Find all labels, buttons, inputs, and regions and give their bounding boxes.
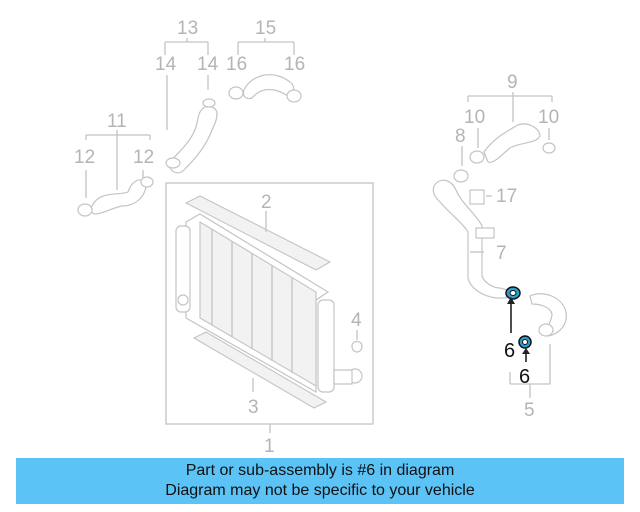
- banner-line-2: Diagram may not be specific to your vehi…: [165, 482, 475, 499]
- callout-3: 3: [248, 397, 259, 418]
- callout-12b: 12: [133, 147, 154, 168]
- intercooler-assembly: [165, 182, 374, 433]
- callout-4: 4: [351, 310, 362, 331]
- callout-17: 17: [496, 186, 517, 207]
- callout-16a: 16: [226, 54, 247, 75]
- clamp-8: [453, 169, 469, 183]
- seal-6-lower: [518, 335, 532, 362]
- clamp-16b: [286, 89, 302, 103]
- clamp-12b: [140, 176, 154, 188]
- callout-5: 5: [524, 400, 535, 421]
- clamp-14b: [202, 98, 216, 108]
- callout-14a: 14: [155, 54, 177, 75]
- hose-left: [90, 179, 147, 215]
- callout-16b: 16: [284, 54, 305, 75]
- callout-15: 15: [255, 18, 276, 39]
- callout-2: 2: [261, 192, 272, 213]
- callout-10b: 10: [538, 107, 559, 128]
- callout-6-right: 6: [519, 366, 530, 388]
- hose-group-15: [228, 38, 302, 103]
- callout-9: 9: [507, 72, 518, 93]
- clamp-10b: [542, 142, 556, 154]
- parts-diagram: 13 14 14 15 16 16 11 12 12 2 3 4 1 9 10 …: [74, 18, 567, 455]
- clamp-10a: [469, 150, 485, 164]
- callout-1: 1: [264, 436, 275, 455]
- callout-12a: 12: [74, 147, 95, 168]
- hose-upper-middle: [242, 74, 295, 100]
- callout-11: 11: [107, 111, 127, 132]
- seal-6-upper: [505, 286, 521, 333]
- clamp-12a: [77, 203, 93, 217]
- hose-group-5: [509, 293, 567, 398]
- clamp-14a: [165, 157, 181, 169]
- hose-right-upper: [483, 123, 541, 163]
- hose-upper-left: [169, 105, 218, 174]
- hose-group-11: [77, 130, 154, 217]
- callout-6-left: 6: [504, 340, 515, 362]
- banner-line-1: Part or sub-assembly is #6 in diagram: [185, 462, 455, 479]
- callout-7: 7: [496, 243, 507, 264]
- callout-14b: 14: [197, 54, 219, 75]
- callout-10a: 10: [464, 107, 485, 128]
- hose-group-13: [164, 38, 218, 174]
- callout-13: 13: [177, 18, 198, 39]
- hose-group-9: [453, 92, 556, 183]
- info-banner: Part or sub-assembly is #6 in diagram Di…: [16, 458, 624, 504]
- clamp-16a: [228, 86, 244, 100]
- callout-8: 8: [455, 126, 466, 147]
